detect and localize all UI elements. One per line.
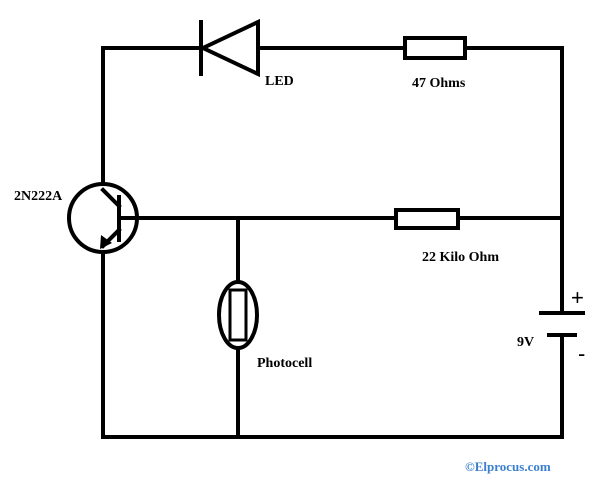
- led-diode: [198, 18, 260, 78]
- resistor-47-ohms: [403, 36, 467, 60]
- transistor-collector-lead: [100, 187, 122, 209]
- wire-emitter-to-bottom: [101, 244, 564, 439]
- battery-plus-sign: +: [571, 285, 584, 310]
- transistor-label: 2N222A: [14, 189, 63, 204]
- resistor-22-kilo-ohm-label: 22 Kilo Ohm: [422, 250, 499, 265]
- photocell-label: Photocell: [257, 356, 312, 371]
- led-label: LED: [265, 74, 294, 89]
- resistor-47-ohms-label: 47 Ohms: [412, 76, 466, 91]
- watermark: ©Elprocus.com: [465, 459, 551, 474]
- battery-voltage-label: 9V: [517, 335, 534, 350]
- photocell: [217, 280, 259, 350]
- photocell-element: [228, 288, 248, 342]
- battery: [539, 311, 585, 337]
- wire-collector-to-top: [101, 46, 200, 192]
- bottom-rail: [101, 244, 564, 439]
- led-triangle: [198, 18, 260, 78]
- top-branch: [101, 46, 564, 220]
- resistor-22-kilo-ohm: [394, 208, 460, 230]
- transistor-2n222a: [67, 182, 139, 254]
- wire-resistor-to-right: [463, 46, 564, 220]
- battery-minus-sign: -: [578, 341, 585, 366]
- transistor-emitter-arrow: [100, 235, 112, 249]
